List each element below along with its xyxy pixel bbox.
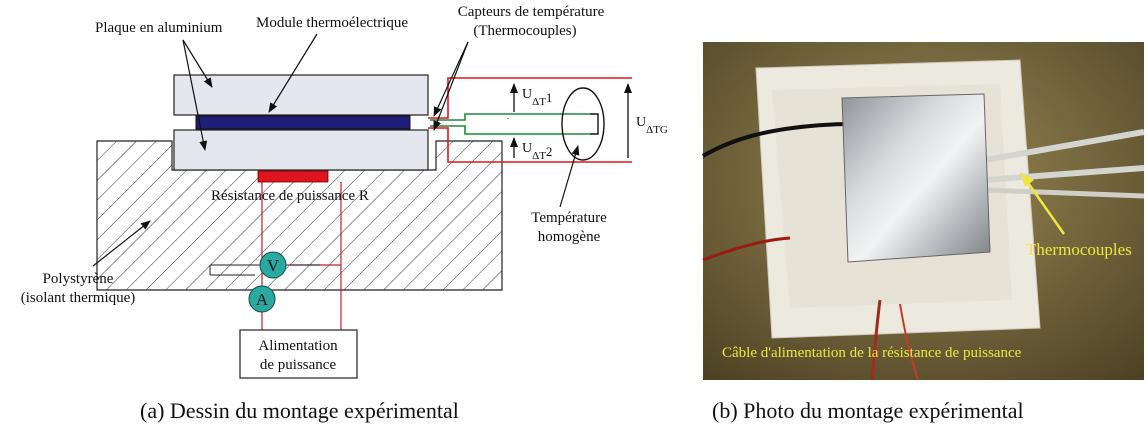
leader-module: [268, 33, 318, 113]
leader-plate-top: [182, 39, 213, 88]
photo-yellow-arrow: [1024, 179, 1066, 235]
bottom-aluminium-plate: [173, 129, 429, 171]
label-temperature-line2: homogène: [538, 229, 601, 245]
voltmeter-icon: [259, 251, 287, 279]
photo-red-cable-left: [702, 236, 791, 262]
label-aluminium-plate: Plaque en aluminium: [95, 20, 223, 36]
u-dtg-label: UΔTG: [636, 115, 668, 136]
ammeter-label: A: [256, 290, 269, 309]
schematic-drawing: V A Alimentation de puissance UΔT1: [21, 4, 668, 379]
photo-black-cable: [701, 122, 847, 158]
power-supply-line1: Alimentation: [258, 338, 338, 354]
label-sensors-line1: Capteurs de température: [458, 4, 605, 20]
label-polystyrene-line1: Polystyrène: [43, 271, 114, 287]
leader-temperature: [559, 145, 580, 208]
photo-cable-label: Câble d'alimentation de la résistance de…: [722, 345, 1022, 361]
ammeter-icon: [248, 285, 276, 313]
setup-photo: Thermocouples Câble d'alimentation de la…: [701, 42, 1145, 381]
power-supply-box: [239, 329, 358, 379]
thermoelectric-module: [195, 115, 411, 130]
top-aluminium-plate: [173, 74, 429, 116]
photo-thermocouple-cable-2: [984, 165, 1145, 183]
u-dt1-label: UΔT1: [522, 87, 552, 108]
label-polystyrene-line2: (isolant thermique): [21, 290, 136, 306]
voltmeter-label: V: [267, 256, 280, 275]
leader-plate-bottom: [182, 39, 208, 151]
leader-sensor-top: [433, 41, 469, 117]
photo-red-cable-bottom: [870, 299, 882, 381]
label-temperature-line1: Température: [531, 210, 607, 226]
label-thermo-module: Module thermoélectrique: [256, 15, 408, 31]
caption-drawing: (a) Dessin du montage expérimental: [140, 398, 459, 423]
u-dt2-label: UΔT2: [522, 141, 552, 162]
caption-photo: (b) Photo du montage expérimental: [712, 398, 1024, 423]
photo-thermocouple-cable-1: [984, 129, 1145, 163]
power-resistor: [257, 170, 329, 183]
label-sensors-line2: (Thermocouples): [473, 23, 576, 39]
homogeneous-temperature-zone: [561, 87, 605, 161]
label-resistor: Résistance de puissance R: [211, 188, 369, 204]
photo-aluminium-plate: [841, 93, 991, 263]
leader-sensor-bottom: [433, 41, 469, 131]
leader-polystyrene: [92, 220, 151, 267]
polystyrene-block: [96, 140, 503, 291]
power-supply-line2: de puissance: [260, 357, 337, 373]
photo-thermocouples-label: Thermocouples: [1026, 240, 1132, 259]
